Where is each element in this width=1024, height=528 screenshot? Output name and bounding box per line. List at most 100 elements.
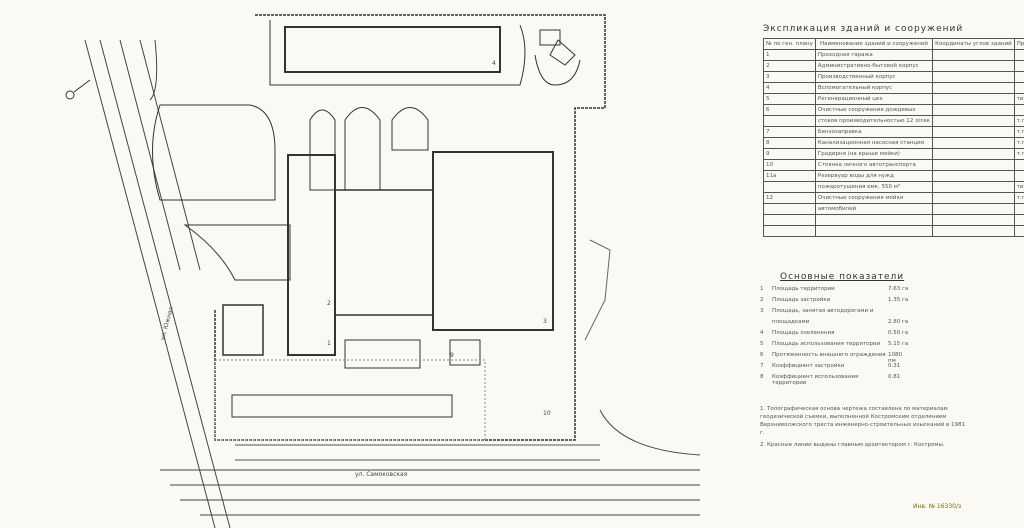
- table-row: 7Бензозаправкат.п.903-9-...: [763, 126, 1024, 138]
- cell-number: 3: [763, 71, 816, 83]
- indicator-no: 6: [760, 352, 764, 358]
- cell-name: Канализационная насосная станция: [814, 137, 934, 149]
- cell-number: 5: [763, 93, 816, 105]
- cell-note: [1013, 214, 1024, 226]
- table-header-row: № по ген. плану Наименование зданий и со…: [763, 38, 1024, 50]
- building-label: 9: [450, 352, 454, 359]
- cell-name: Административно-бытовой корпус: [814, 60, 934, 72]
- cell-note: тип 16 (б): [1013, 181, 1024, 193]
- street-label-bottom: ул. Самоковская: [355, 471, 408, 478]
- cell-name: [814, 214, 934, 226]
- table-row: [763, 214, 1024, 226]
- cell-coords: [932, 93, 1015, 105]
- cell-coords: [932, 104, 1015, 116]
- cell-note: т.п.901-6-...: [1013, 148, 1024, 160]
- col-name: Наименование зданий и сооружений: [814, 38, 934, 50]
- indicator-value: 0.50 га: [888, 330, 909, 336]
- cell-coords: [932, 203, 1015, 215]
- building-label: 1: [327, 340, 331, 347]
- indicator-value: 0.81: [888, 374, 901, 380]
- cell-name: Градирня (на крыше мойки): [814, 148, 934, 160]
- table-row: стоков производительностью 12 л/сек т.п.9…: [763, 115, 1024, 127]
- cell-note: т.п.902-2-...: [1013, 192, 1024, 204]
- indicator-row: 3 Площадь, занятая автодорогами и: [760, 308, 910, 319]
- cell-name: Очистные сооружения дождевых: [814, 104, 934, 116]
- indicator-no: 5: [760, 341, 764, 347]
- indicator-value: 7.63 га: [888, 286, 909, 292]
- cell-number: [763, 115, 816, 127]
- cell-number: 4: [763, 82, 816, 94]
- note-2: 2. Красные линии выданы главным архитект…: [760, 442, 945, 448]
- inventory-stamp: Инв. № 16330/з: [913, 503, 962, 510]
- cell-coords: [932, 159, 1015, 171]
- cell-coords: [932, 170, 1015, 182]
- building-label: 10: [543, 410, 551, 417]
- cell-coords: [932, 225, 1015, 237]
- cell-number: 6: [763, 104, 816, 116]
- cell-note: [1013, 60, 1024, 72]
- cell-note: [1013, 159, 1024, 171]
- cell-note: [1013, 71, 1024, 83]
- cell-coords: [932, 148, 1015, 160]
- table-row: автомобилей: [763, 203, 1024, 215]
- cell-note: т.п.902-1-...: [1013, 137, 1024, 149]
- cell-coords: [932, 49, 1015, 61]
- explication-table: № по ген. плану Наименование зданий и со…: [763, 38, 1024, 237]
- cell-coords: [932, 181, 1015, 193]
- cell-coords: [932, 115, 1015, 127]
- indicator-value: 5.15 га: [888, 341, 909, 347]
- indicator-label: Площадь застройки: [772, 297, 831, 303]
- indicator-no: 1: [760, 286, 764, 292]
- indicator-label: Площадь территории: [772, 286, 835, 292]
- cell-name: [814, 225, 934, 237]
- indicator-value: 0.31: [888, 363, 901, 369]
- indicator-no: 4: [760, 330, 764, 336]
- indicator-row: 4 Площадь озеленения 0.50 га: [760, 330, 910, 341]
- cell-number: 10: [763, 159, 816, 171]
- cell-name: Резервуар воды для нужд: [814, 170, 934, 182]
- cell-note: [1013, 104, 1024, 116]
- cell-note: [1013, 49, 1024, 61]
- col-note: Примечание: [1013, 38, 1024, 50]
- notes: 1. Топографическая основа чертежа состав…: [760, 405, 970, 449]
- cell-number: [763, 181, 816, 193]
- indicators-title: Основные показатели: [780, 272, 905, 282]
- note-1: 1. Топографическая основа чертежа состав…: [760, 406, 966, 436]
- cell-coords: [932, 137, 1015, 149]
- cell-number: [763, 203, 816, 215]
- cell-name: пожаротушения емк. 550 м³: [814, 181, 934, 193]
- indicator-label: Площадь озеленения: [772, 330, 835, 336]
- building-label: 4: [492, 60, 496, 67]
- col-number: № по ген. плану: [763, 38, 816, 50]
- cell-name: Бензозаправка: [814, 126, 934, 138]
- cell-name: Стоянка личного автотранспорта: [814, 159, 934, 171]
- table-row: [763, 225, 1024, 237]
- indicator-label: Площадь, занятая автодорогами и: [772, 308, 874, 314]
- indicator-value: 1.35 га: [888, 297, 909, 303]
- cell-coords: [932, 126, 1015, 138]
- cell-note: т.п.902-2-...: [1013, 115, 1024, 127]
- cell-note: [1013, 82, 1024, 94]
- indicator-label: Коэффициент использования территории: [772, 374, 859, 386]
- indicator-no: [760, 319, 772, 330]
- cell-number: 7: [763, 126, 816, 138]
- indicator-no: 3: [760, 308, 764, 314]
- explication-title: Экспликация зданий и сооружений: [763, 24, 964, 34]
- building-label: 3: [543, 318, 547, 325]
- cell-coords: [932, 71, 1015, 83]
- cell-number: 12: [763, 192, 816, 204]
- cell-number: 9: [763, 148, 816, 160]
- indicator-no: 8: [760, 374, 764, 380]
- indicator-value: [888, 308, 910, 319]
- cell-name: стоков производительностью 12 л/сек: [814, 115, 934, 127]
